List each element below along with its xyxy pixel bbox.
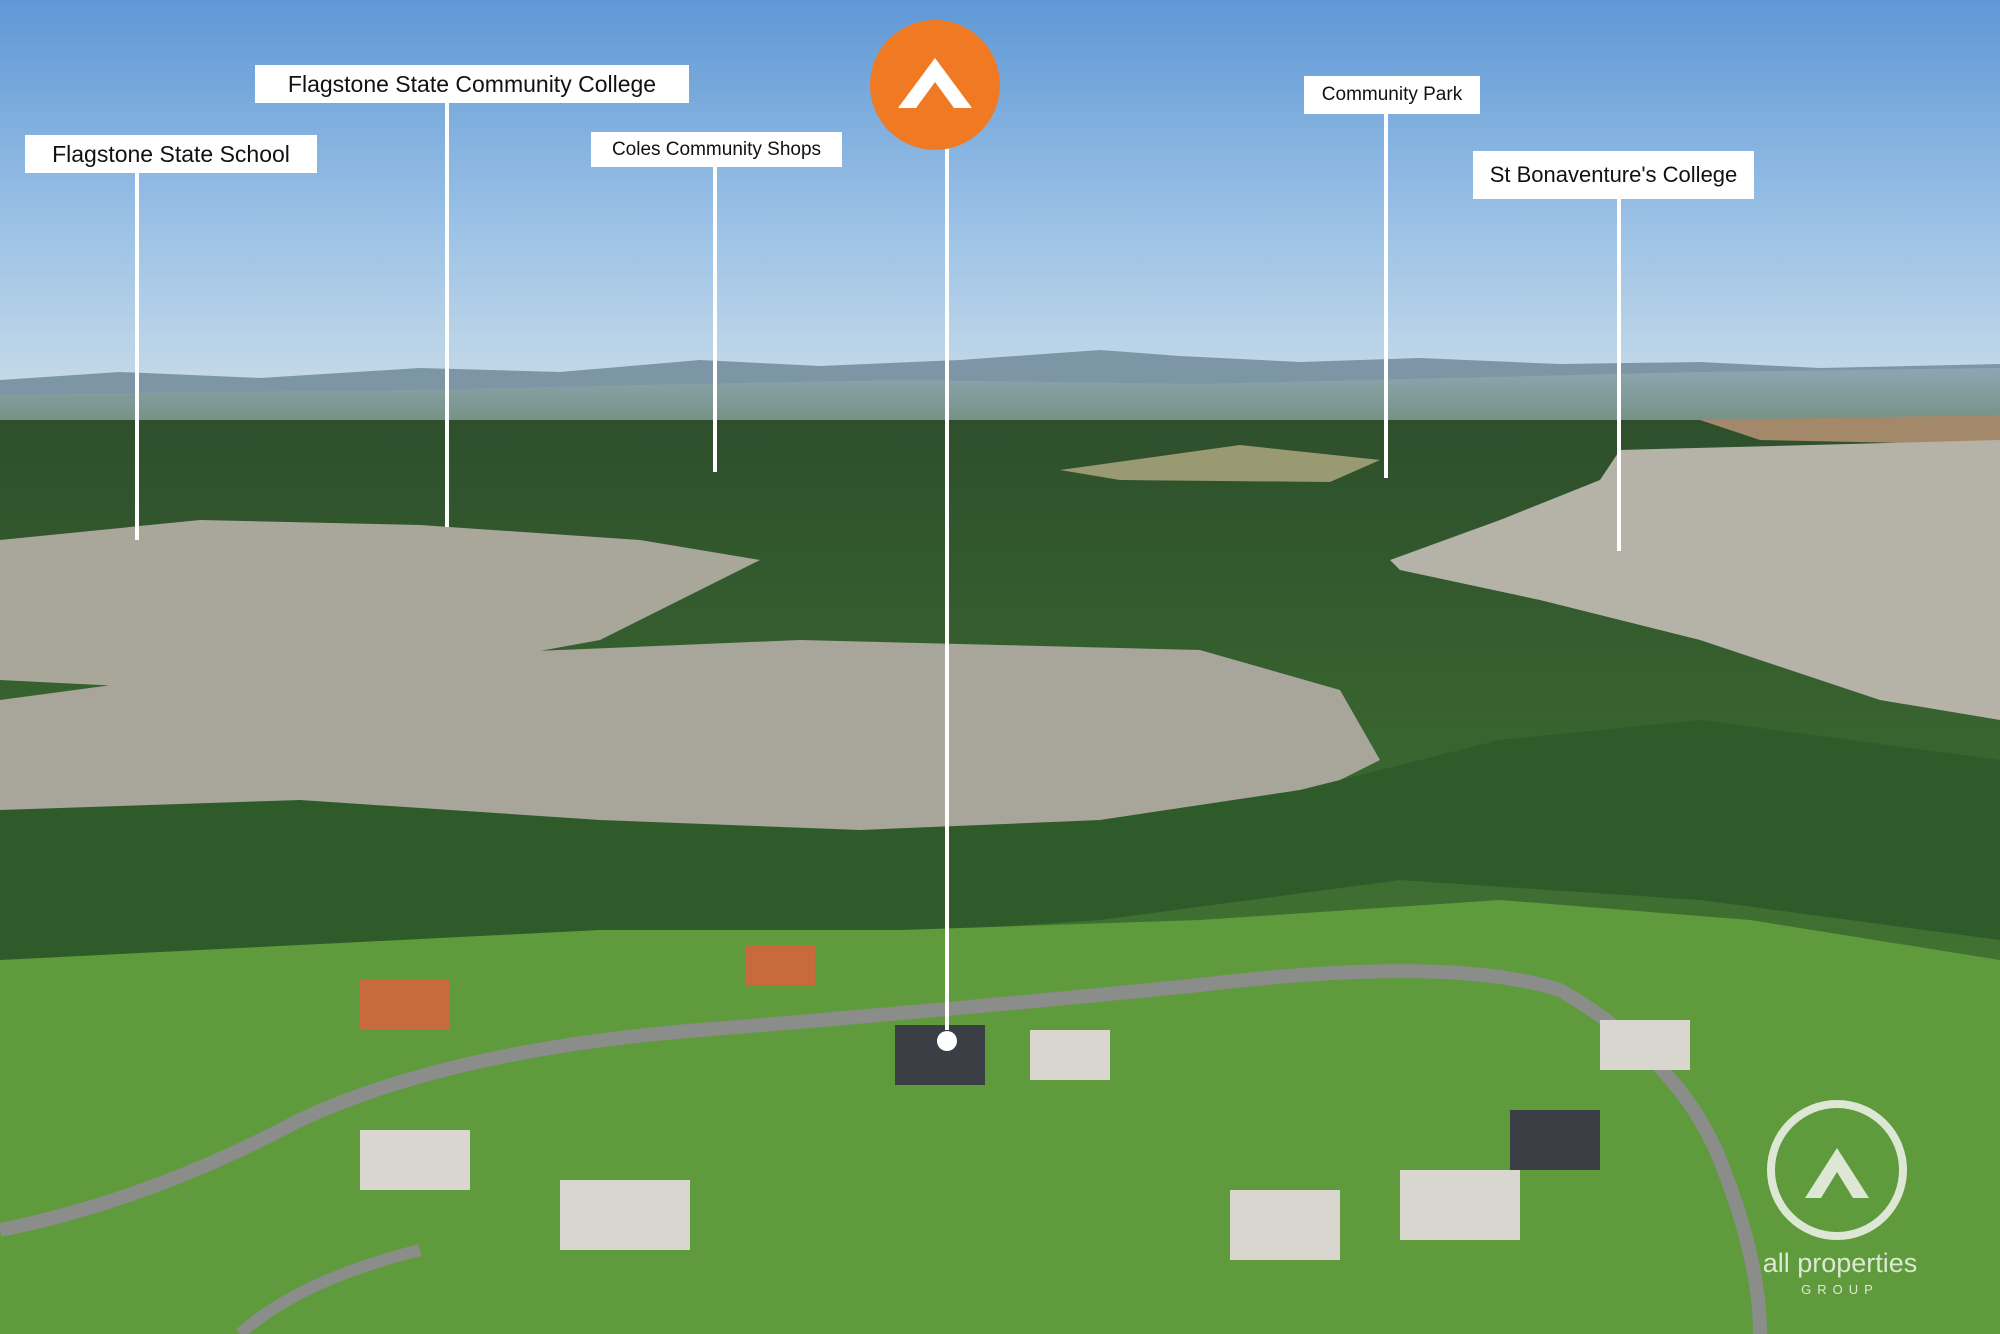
property-location-dot — [937, 1031, 957, 1051]
label-coles-community-shops: Coles Community Shops — [591, 132, 842, 167]
label-flagstone-community-college: Flagstone State Community College — [255, 65, 689, 103]
shops-pointer-line — [713, 167, 717, 472]
watermark-name: all properties — [1762, 1248, 1918, 1278]
property-pointer-line — [945, 148, 949, 1030]
watermark: all properties GROUP — [1720, 1098, 1960, 1308]
park-pointer-line — [1384, 114, 1388, 478]
school-pointer-line — [135, 173, 139, 540]
label-st-bonaventures-college: St Bonaventure's College — [1473, 151, 1754, 199]
brand-a-logo-icon — [898, 58, 972, 108]
label-flagstone-state-school: Flagstone State School — [25, 135, 317, 173]
brand-a-watermark-icon — [1767, 1100, 1907, 1240]
label-community-park: Community Park — [1304, 76, 1480, 114]
college-pointer-line — [445, 103, 449, 527]
stbonaventure-pointer-line — [1617, 199, 1621, 551]
brand-marker — [870, 20, 1000, 150]
watermark-tagline: GROUP — [1801, 1282, 1879, 1297]
